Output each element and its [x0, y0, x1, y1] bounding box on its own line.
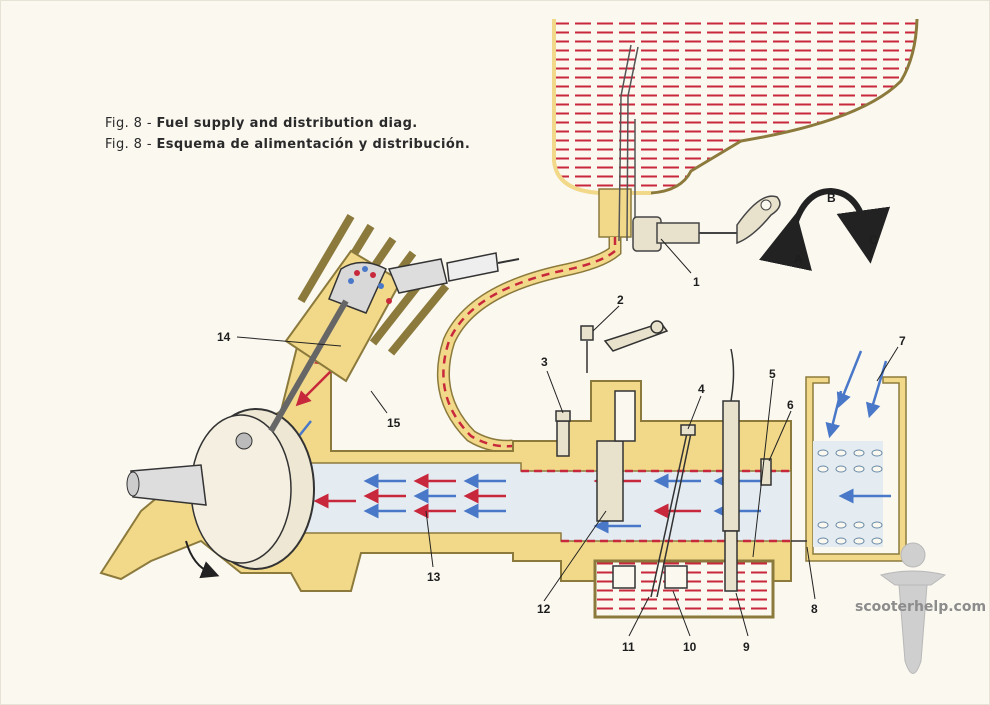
fuel-tap — [632, 195, 781, 252]
caption-english-title: Fuel supply and distribution diag. — [156, 116, 418, 131]
fuel-pipe — [436, 188, 632, 453]
position-c-label: C — [869, 233, 878, 247]
watermark: scooterhelp.com — [855, 599, 987, 615]
air-filter — [805, 350, 907, 562]
callout-12: 12 — [537, 602, 551, 616]
callout-7: 7 — [899, 334, 906, 348]
callout-9: 9 — [743, 640, 750, 654]
callout-14: 14 — [217, 330, 231, 344]
tap-rotation-indicator: A B C — [759, 187, 891, 271]
callout-6: 6 — [787, 398, 794, 412]
callout-1: 1 — [693, 275, 700, 289]
callout-13: 13 — [427, 570, 441, 584]
fuel-tank — [552, 18, 919, 195]
callout-2: 2 — [617, 293, 624, 307]
caption-spanish: Fig. 8 - Esquema de alimentación y distr… — [105, 137, 471, 152]
callout-labels: 1 2 3 4 5 6 7 8 9 10 11 12 13 14 15 — [217, 275, 906, 654]
air-fuel-flow-arrows — [286, 349, 761, 534]
callout-10: 10 — [683, 640, 697, 654]
leader-lines — [236, 238, 899, 637]
position-b-label: B — [827, 191, 836, 205]
crankshaft — [126, 408, 315, 579]
callout-8: 8 — [811, 602, 818, 616]
position-a-label: A — [794, 252, 803, 266]
callout-11: 11 — [622, 640, 635, 654]
callout-15: 15 — [387, 416, 401, 430]
intake-passage — [296, 462, 792, 543]
callout-3: 3 — [541, 355, 548, 369]
caption-english: Fig. 8 - Fuel supply and distribution di… — [105, 116, 418, 131]
caption-spanish-title: Esquema de alimentación y distribución. — [156, 137, 471, 152]
scooterhelp-logo — [879, 542, 947, 674]
callout-4: 4 — [698, 382, 705, 396]
callout-5: 5 — [769, 367, 776, 381]
carburettor-parts — [555, 320, 807, 598]
cylinder — [268, 213, 520, 433]
